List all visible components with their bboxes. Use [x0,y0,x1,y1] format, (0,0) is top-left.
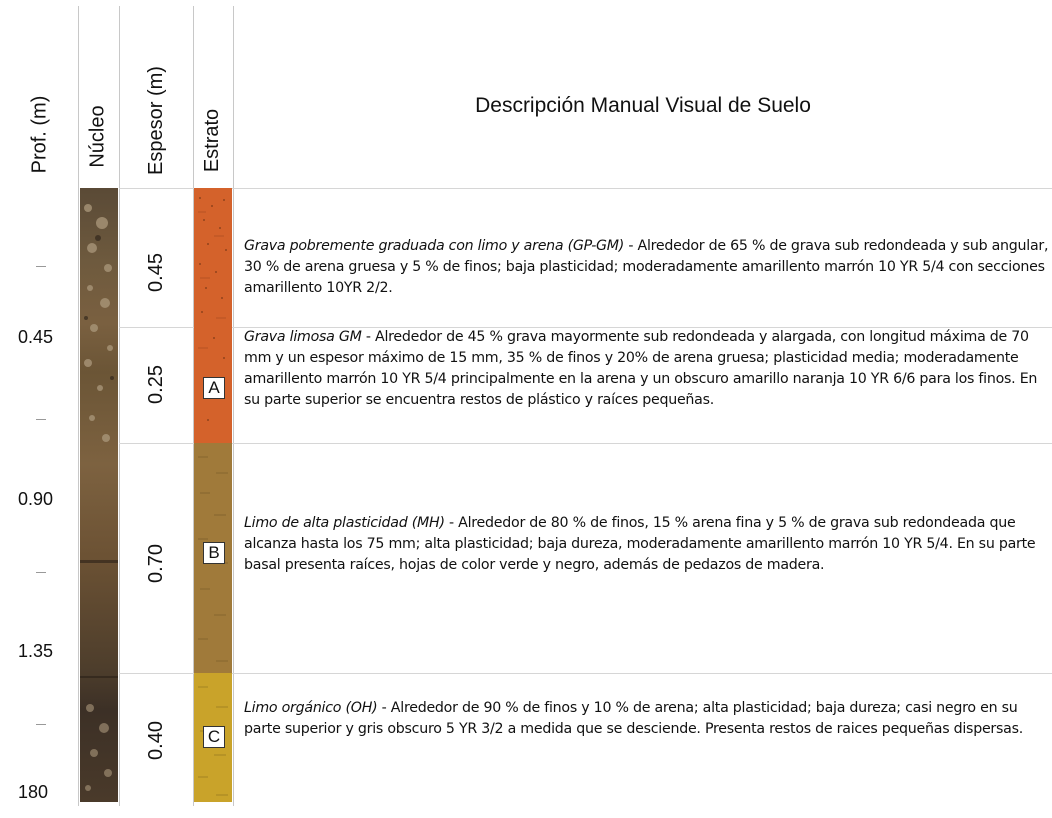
depth-tick [36,724,46,725]
depth-tick [36,572,46,573]
soil-description-text: - Alrededor de 90 % de finos y 10 % de a… [244,700,1024,737]
row-divider [119,188,1052,189]
core-sample-image [80,188,118,802]
depth-tick [36,266,46,267]
thickness-value: 0.45 [145,253,167,292]
soil-description-text: - Alrededor de 45 % grava mayormente sub… [244,329,1038,408]
depth-label: 0.90 [18,489,54,509]
stratum-label: C [203,726,225,748]
column-divider [78,6,79,806]
stratum-description: Limo de alta plasticidad (MH) - Alrededo… [244,513,1050,576]
stratum-label: B [203,542,225,564]
stratum-label: A [203,377,225,399]
stratum-description: Limo orgánico (OH) - Alrededor de 90 % d… [244,698,1050,740]
thickness-value: 0.25 [145,365,167,404]
stratum-a-pattern [194,188,232,443]
column-divider [119,6,120,806]
description-header: Descripción Manual Visual de Suelo [475,94,811,117]
soil-name: Grava limosa GM [244,329,362,345]
row-divider [119,673,1052,674]
column-divider [233,6,234,806]
depth-label: 0.45 [18,327,54,347]
depth-label: 180 [18,782,49,802]
column-divider [193,6,194,806]
thickness-header: Espesor (m) [144,66,167,175]
soil-name: Grava pobremente graduada con limo y are… [244,238,625,254]
depth-header: Prof. (m) [28,95,51,174]
thickness-value: 0.40 [145,721,167,760]
stratum-description: Grava pobremente graduada con limo y are… [244,236,1050,299]
stratum-header: Estrato [201,108,224,173]
row-divider [119,327,1052,328]
depth-label: 1.35 [18,641,54,661]
soil-name: Limo orgánico (OH) [244,700,378,716]
soil-description-text: - Alrededor de 80 % de finos, 15 % arena… [244,515,1036,573]
core-header: Núcleo [87,105,110,168]
stratum-description: Grava limosa GM - Alrededor de 45 % grav… [244,327,1050,411]
thickness-value: 0.70 [145,544,167,583]
row-divider [119,443,1052,444]
depth-tick [36,419,46,420]
soil-name: Limo de alta plasticidad (MH) [244,515,445,531]
soil-description-text: - Alrededor de 65 % de grava sub redonde… [244,238,1049,296]
